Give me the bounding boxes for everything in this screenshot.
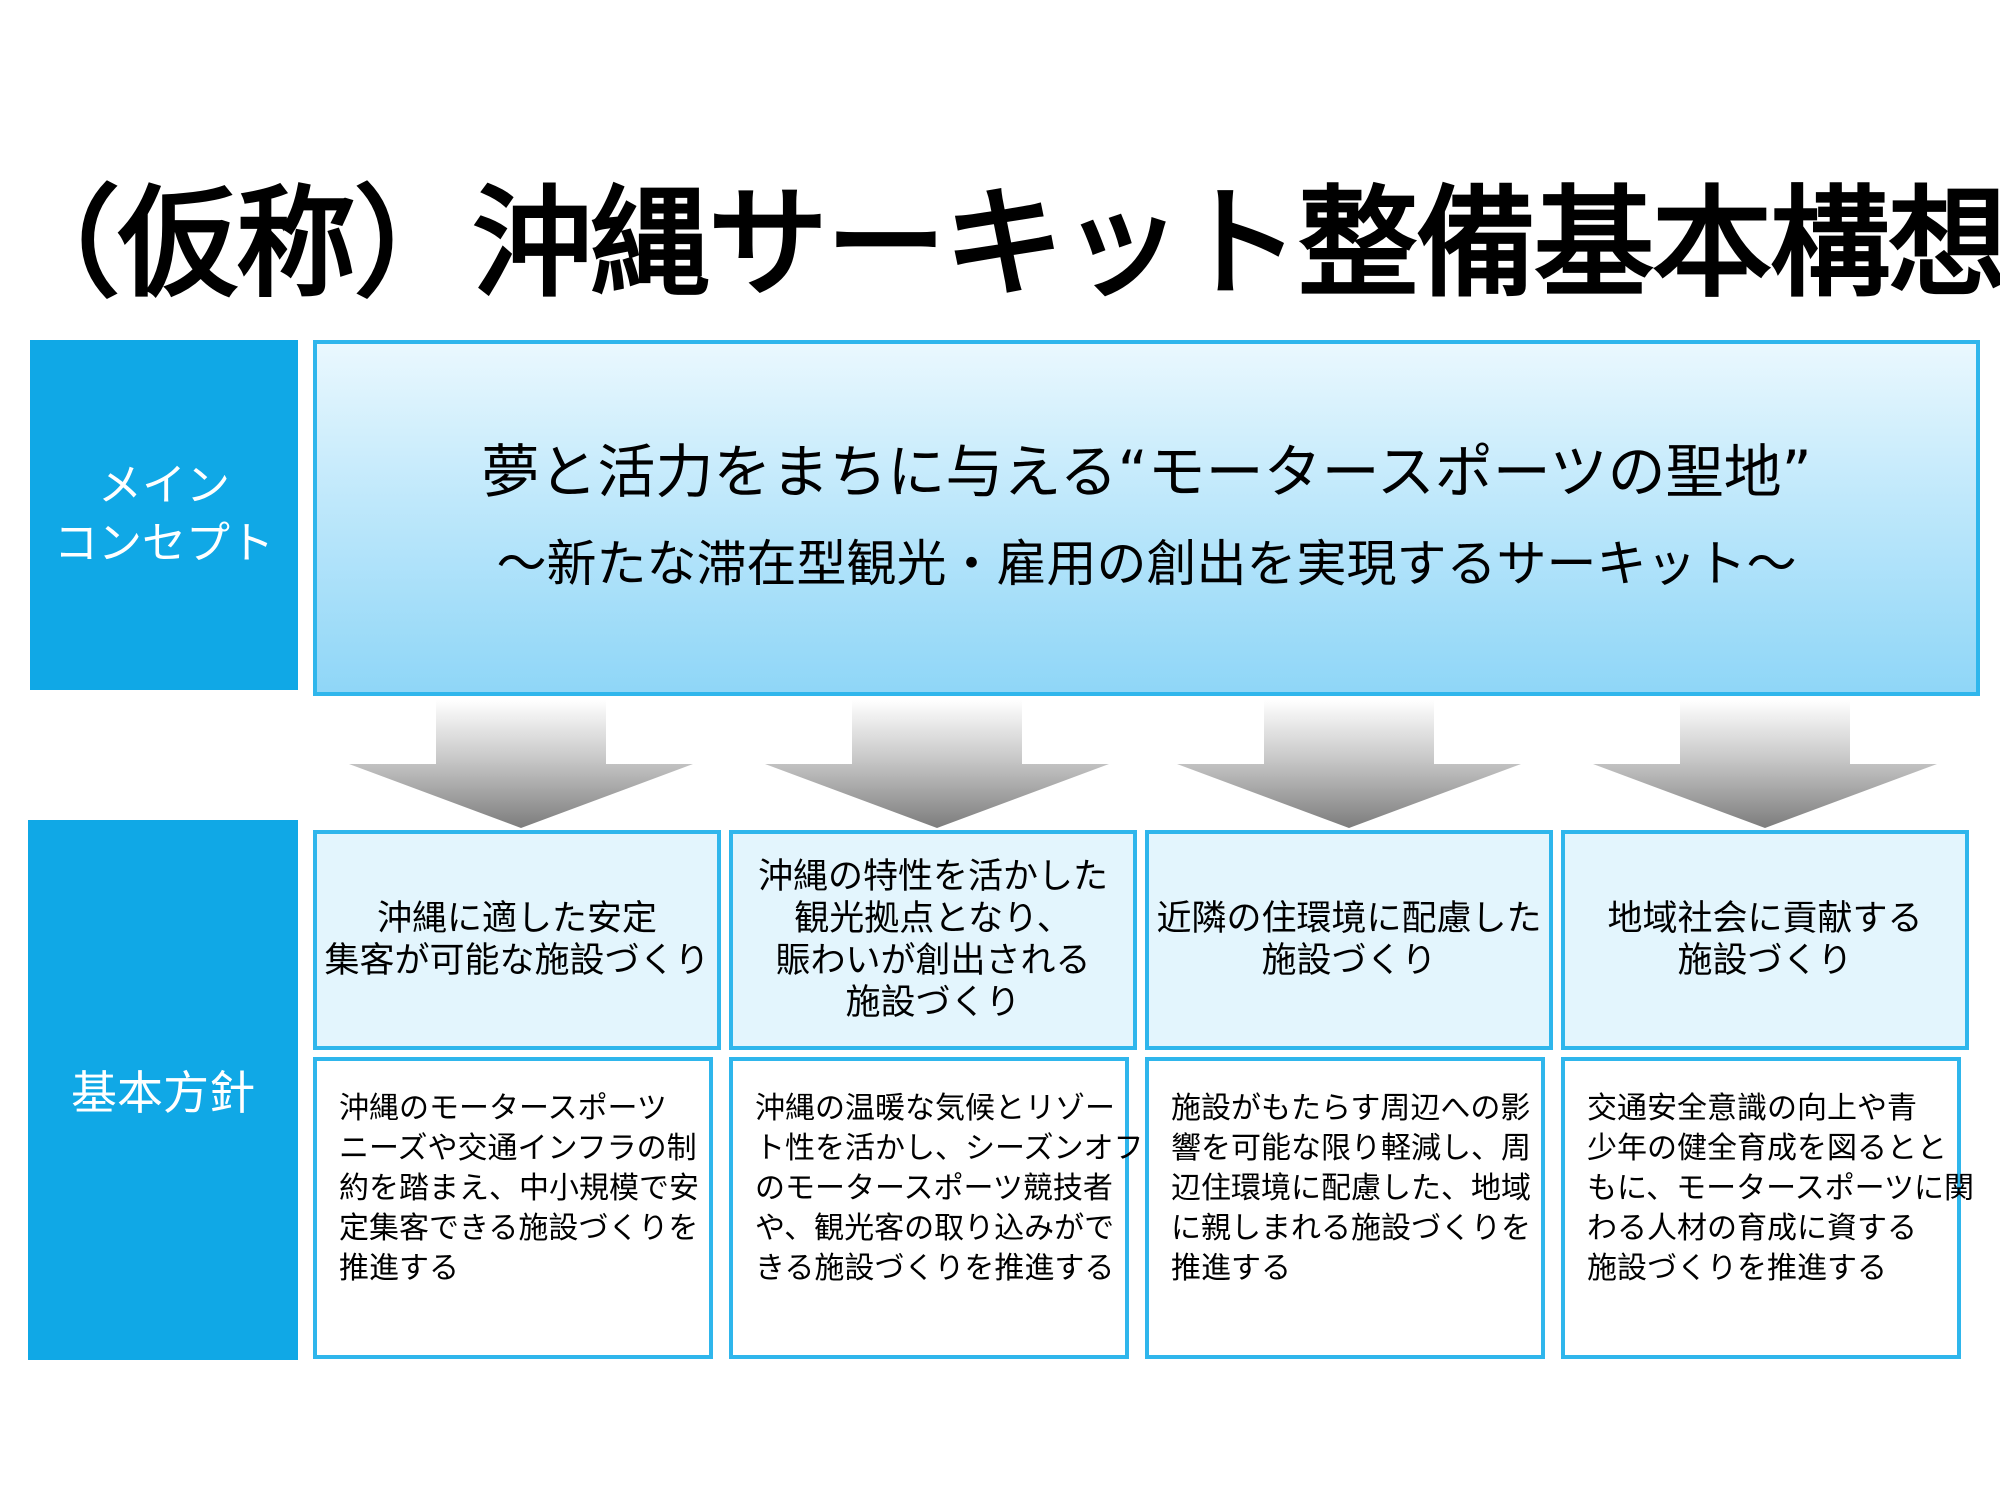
policy-heading-line: 集客が可能な施設づくり: [324, 941, 710, 981]
policy-body-4: 交通安全意識の向上や青 少年の健全育成を図るとと もに、モータースポーツに関 わ…: [1561, 1057, 1974, 1359]
main-concept-label-line-2: コンセプト: [54, 518, 274, 569]
policy-heading-line: 施設づくり: [1677, 941, 1853, 981]
policy-body-line: 沖縄のモータースポーツ: [339, 1091, 667, 1126]
policy-heading-line: 沖縄に適した安定: [376, 899, 657, 939]
policy-body-line: 施設づくりを推進する: [1587, 1251, 1887, 1286]
policy-body-line: 定集客できる施設づくりを: [339, 1211, 699, 1246]
policy-body-line: や、観光客の取り込みがで: [755, 1211, 1115, 1246]
policy-heading-line: 観光拠点となり、: [794, 899, 1072, 939]
down-arrow-icon: [1593, 700, 1937, 828]
policy-body-line: ニーズや交通インフラの制: [339, 1131, 697, 1166]
policy-body-line: もに、モータースポーツに関: [1587, 1171, 1974, 1206]
main-concept-label-line-1: メイン: [98, 460, 230, 511]
policy-body-line: 辺住環境に配慮した、地域: [1171, 1171, 1531, 1206]
main-concept-text: 夢と活力をまちに与える“モータースポーツの聖地”: [481, 438, 1812, 506]
policy-body-2: 沖縄の温暖な気候とリゾー ト性を活かし、シーズンオフ のモータースポーツ競技者 …: [729, 1057, 1144, 1359]
policy-heading-2: 沖縄の特性を活かした 観光拠点となり、 賑わいが創出される 施設づくり: [729, 830, 1137, 1050]
policy-body-1: 沖縄のモータースポーツ ニーズや交通インフラの制 約を踏まえ、中小規模で安 定集…: [313, 1057, 713, 1359]
policy-heading-line: 地域社会に貢献する: [1607, 899, 1923, 939]
policy-heading-line: 施設づくり: [1261, 941, 1437, 981]
main-concept-subtext: ～新たな滞在型観光・雇用の創出を実現するサーキット～: [496, 535, 1797, 593]
policy-heading-3: 近隣の住環境に配慮した 施設づくり: [1145, 830, 1553, 1050]
policy-body-line: 約を踏まえ、中小規模で安: [339, 1171, 699, 1206]
basic-policy-label: 基本方針: [28, 820, 298, 1360]
page-title: （仮称）沖縄サーキット整備基本構想: [0, 175, 2000, 314]
policy-body-3: 施設がもたらす周辺への影 響を可能な限り軽減し、周 辺住環境に配慮した、地域 に…: [1145, 1057, 1545, 1359]
policy-heading-line: 賑わいが創出される: [775, 941, 1091, 981]
policy-body-line: に親しまれる施設づくりを: [1171, 1211, 1531, 1246]
policy-heading-line: 近隣の住環境に配慮した: [1156, 899, 1542, 939]
down-arrow-icon: [1177, 700, 1521, 828]
policy-body-line: ト性を活かし、シーズンオフ: [755, 1131, 1144, 1166]
policy-heading-line: 施設づくり: [845, 983, 1021, 1023]
policy-heading-1: 沖縄に適した安定 集客が可能な施設づくり: [313, 830, 721, 1050]
down-arrow-icon: [765, 700, 1109, 828]
policy-body-line: 施設がもたらす周辺への影: [1171, 1091, 1531, 1126]
policy-body-line: 交通安全意識の向上や青: [1587, 1091, 1917, 1126]
policy-body-line: 推進する: [1171, 1251, 1291, 1286]
policy-body-line: わる人材の育成に資する: [1587, 1211, 1917, 1246]
policy-body-line: 推進する: [339, 1251, 459, 1286]
policy-body-line: 沖縄の温暖な気候とリゾー: [755, 1091, 1115, 1126]
down-arrow-icon: [349, 700, 693, 828]
main-concept-box: 夢と活力をまちに与える“モータースポーツの聖地” ～新たな滞在型観光・雇用の創出…: [313, 340, 1980, 696]
policy-body-line: のモータースポーツ競技者: [755, 1171, 1113, 1206]
policy-body-line: 響を可能な限り軽減し、周: [1171, 1131, 1531, 1166]
policy-heading-line: 沖縄の特性を活かした: [757, 857, 1108, 897]
policy-heading-4: 地域社会に貢献する 施設づくり: [1561, 830, 1969, 1050]
policy-body-line: きる施設づくりを推進する: [755, 1251, 1115, 1286]
policy-body-line: 少年の健全育成を図るとと: [1587, 1131, 1947, 1166]
main-concept-label: メイン コンセプト: [30, 340, 298, 690]
